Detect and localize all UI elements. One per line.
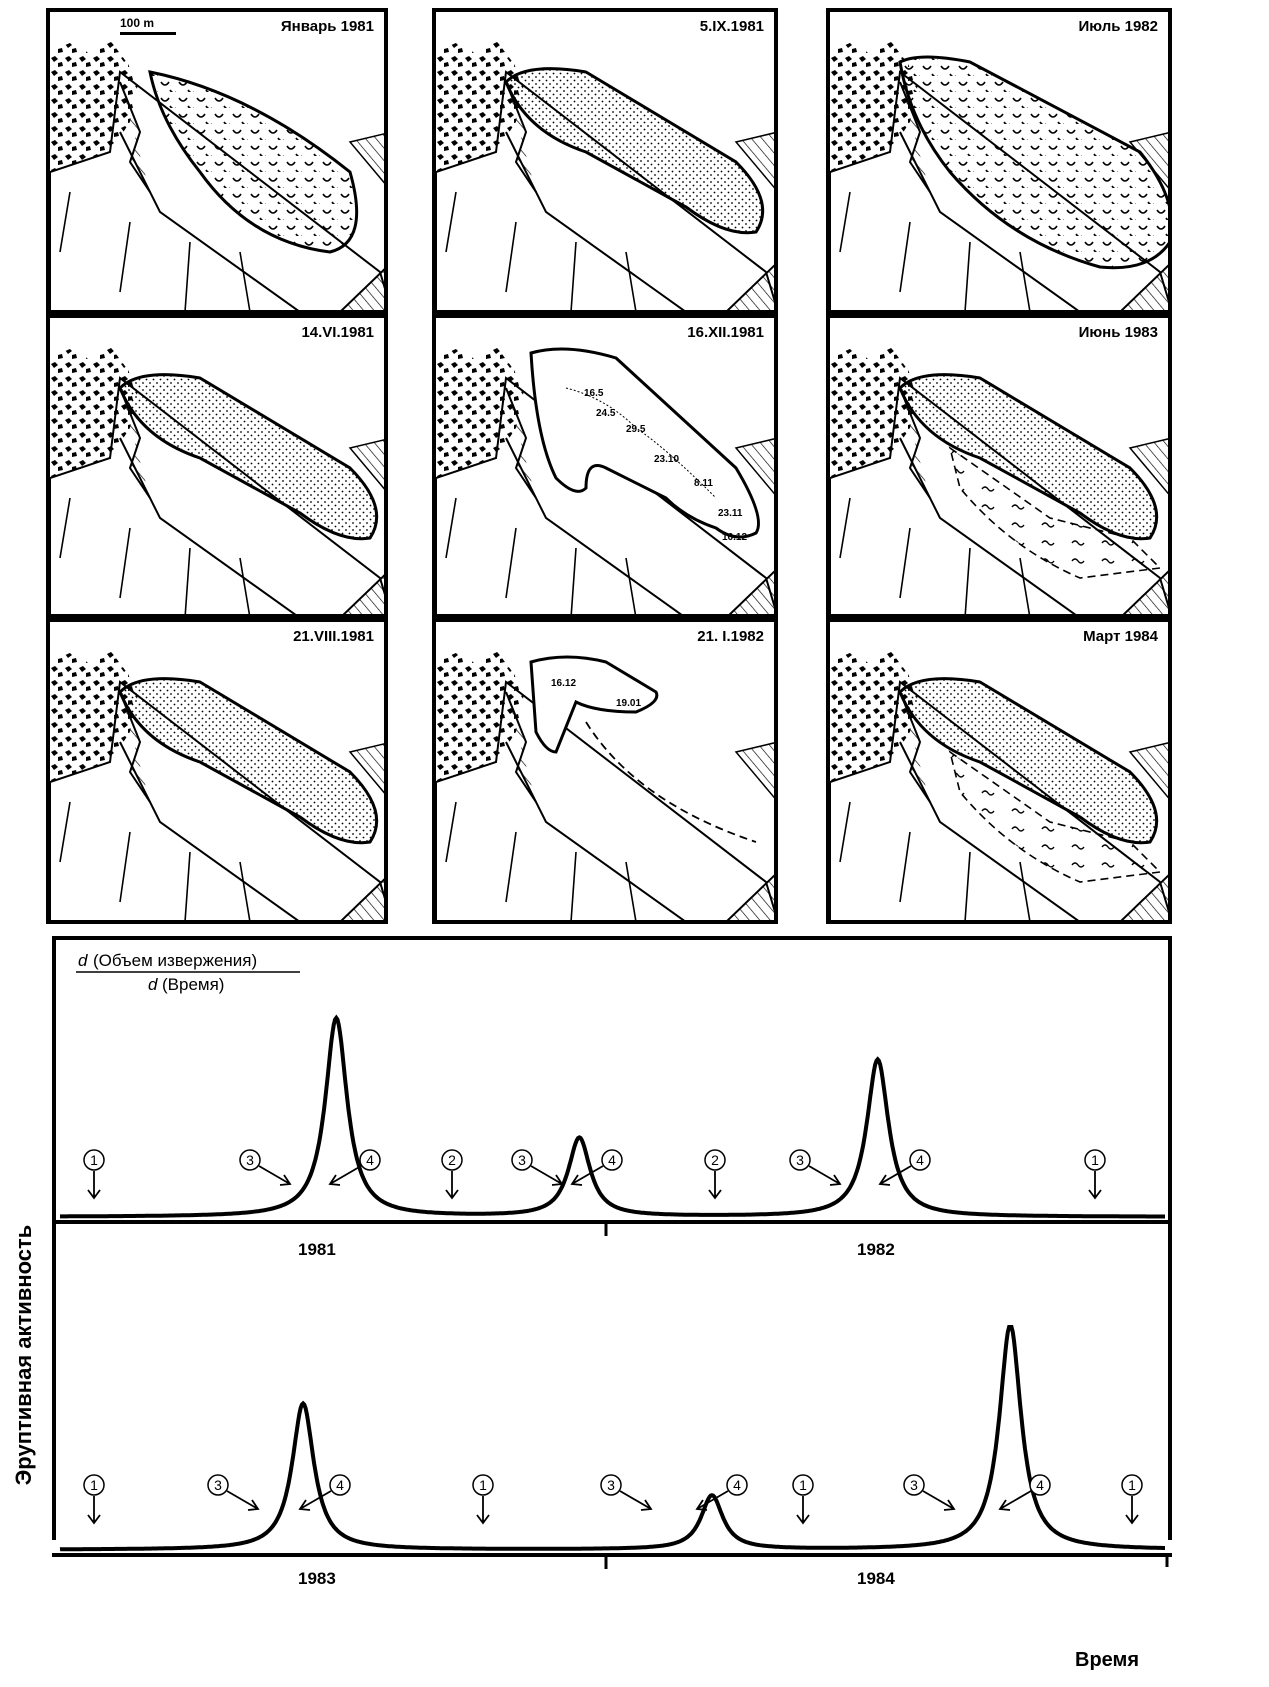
- stage-arrow: [709, 1171, 721, 1198]
- stage-arrow: [227, 1491, 258, 1510]
- stage-arrow: [446, 1171, 458, 1198]
- stage-marker-2: 2: [705, 1150, 725, 1198]
- denominator-d: d: [148, 975, 158, 994]
- stage-marker-4: 4: [572, 1150, 622, 1185]
- stage-arrow: [330, 1166, 361, 1185]
- stage-marker-4: 4: [1000, 1475, 1050, 1510]
- stage-number: 4: [733, 1477, 741, 1493]
- activity-curve: [60, 1018, 1165, 1217]
- stage-number: 3: [246, 1152, 254, 1168]
- stage-marker-1: 1: [1122, 1475, 1142, 1523]
- numerator-text: (Объем извержения): [93, 951, 257, 970]
- stage-marker-2: 2: [442, 1150, 462, 1198]
- stage-marker-1: 1: [1085, 1150, 1105, 1198]
- stage-number: 2: [448, 1152, 456, 1168]
- stage-number: 1: [90, 1152, 98, 1168]
- stage-number: 3: [607, 1477, 615, 1493]
- stage-number: 1: [799, 1477, 807, 1493]
- x-axis-label: Время: [1075, 1649, 1139, 1671]
- stage-arrow: [1126, 1496, 1138, 1523]
- stage-number: 1: [90, 1477, 98, 1493]
- stage-arrow: [809, 1166, 840, 1185]
- stage-marker-3: 3: [601, 1475, 651, 1510]
- stage-arrow: [572, 1166, 603, 1185]
- stage-arrow: [880, 1166, 911, 1185]
- stage-arrow: [300, 1491, 331, 1510]
- stage-arrow: [620, 1491, 651, 1510]
- stage-marker-1: 1: [84, 1475, 104, 1523]
- stage-arrow: [88, 1496, 100, 1523]
- stage-marker-1: 1: [793, 1475, 813, 1523]
- stage-marker-1: 1: [84, 1150, 104, 1198]
- stage-number: 4: [1036, 1477, 1044, 1493]
- stage-number: 3: [214, 1477, 222, 1493]
- stage-number: 3: [518, 1152, 526, 1168]
- year-label-1983: 1983: [298, 1569, 336, 1588]
- stage-arrow: [88, 1171, 100, 1198]
- stage-number: 1: [1091, 1152, 1099, 1168]
- stage-number: 4: [916, 1152, 924, 1168]
- stage-number: 1: [1128, 1477, 1136, 1493]
- year-label-1984: 1984: [857, 1569, 895, 1588]
- stage-marker-3: 3: [904, 1475, 954, 1510]
- year-label-1981: 1981: [298, 1240, 336, 1259]
- stage-number: 1: [479, 1477, 487, 1493]
- stage-marker-1: 1: [473, 1475, 493, 1523]
- stage-arrow: [1089, 1171, 1101, 1198]
- stage-arrow: [797, 1496, 809, 1523]
- stage-marker-3: 3: [240, 1150, 290, 1185]
- stage-arrow: [477, 1496, 489, 1523]
- denominator-text: (Время): [162, 975, 224, 994]
- stage-marker-4: 4: [880, 1150, 930, 1185]
- stage-number: 3: [796, 1152, 804, 1168]
- stage-marker-3: 3: [790, 1150, 840, 1185]
- stage-marker-3: 3: [512, 1150, 562, 1185]
- stage-number: 4: [366, 1152, 374, 1168]
- stage-arrow: [923, 1491, 954, 1510]
- stage-arrow: [259, 1166, 290, 1185]
- stage-arrow: [531, 1166, 562, 1185]
- stage-marker-3: 3: [208, 1475, 258, 1510]
- stage-marker-4: 4: [697, 1475, 747, 1510]
- stage-number: 4: [336, 1477, 344, 1493]
- stage-number: 3: [910, 1477, 918, 1493]
- numerator-d: d: [78, 951, 88, 970]
- stage-number: 4: [608, 1152, 616, 1168]
- stage-number: 2: [711, 1152, 719, 1168]
- year-label-1982: 1982: [857, 1240, 895, 1259]
- activity-curve: [60, 1327, 1165, 1549]
- stage-arrow: [1000, 1491, 1031, 1510]
